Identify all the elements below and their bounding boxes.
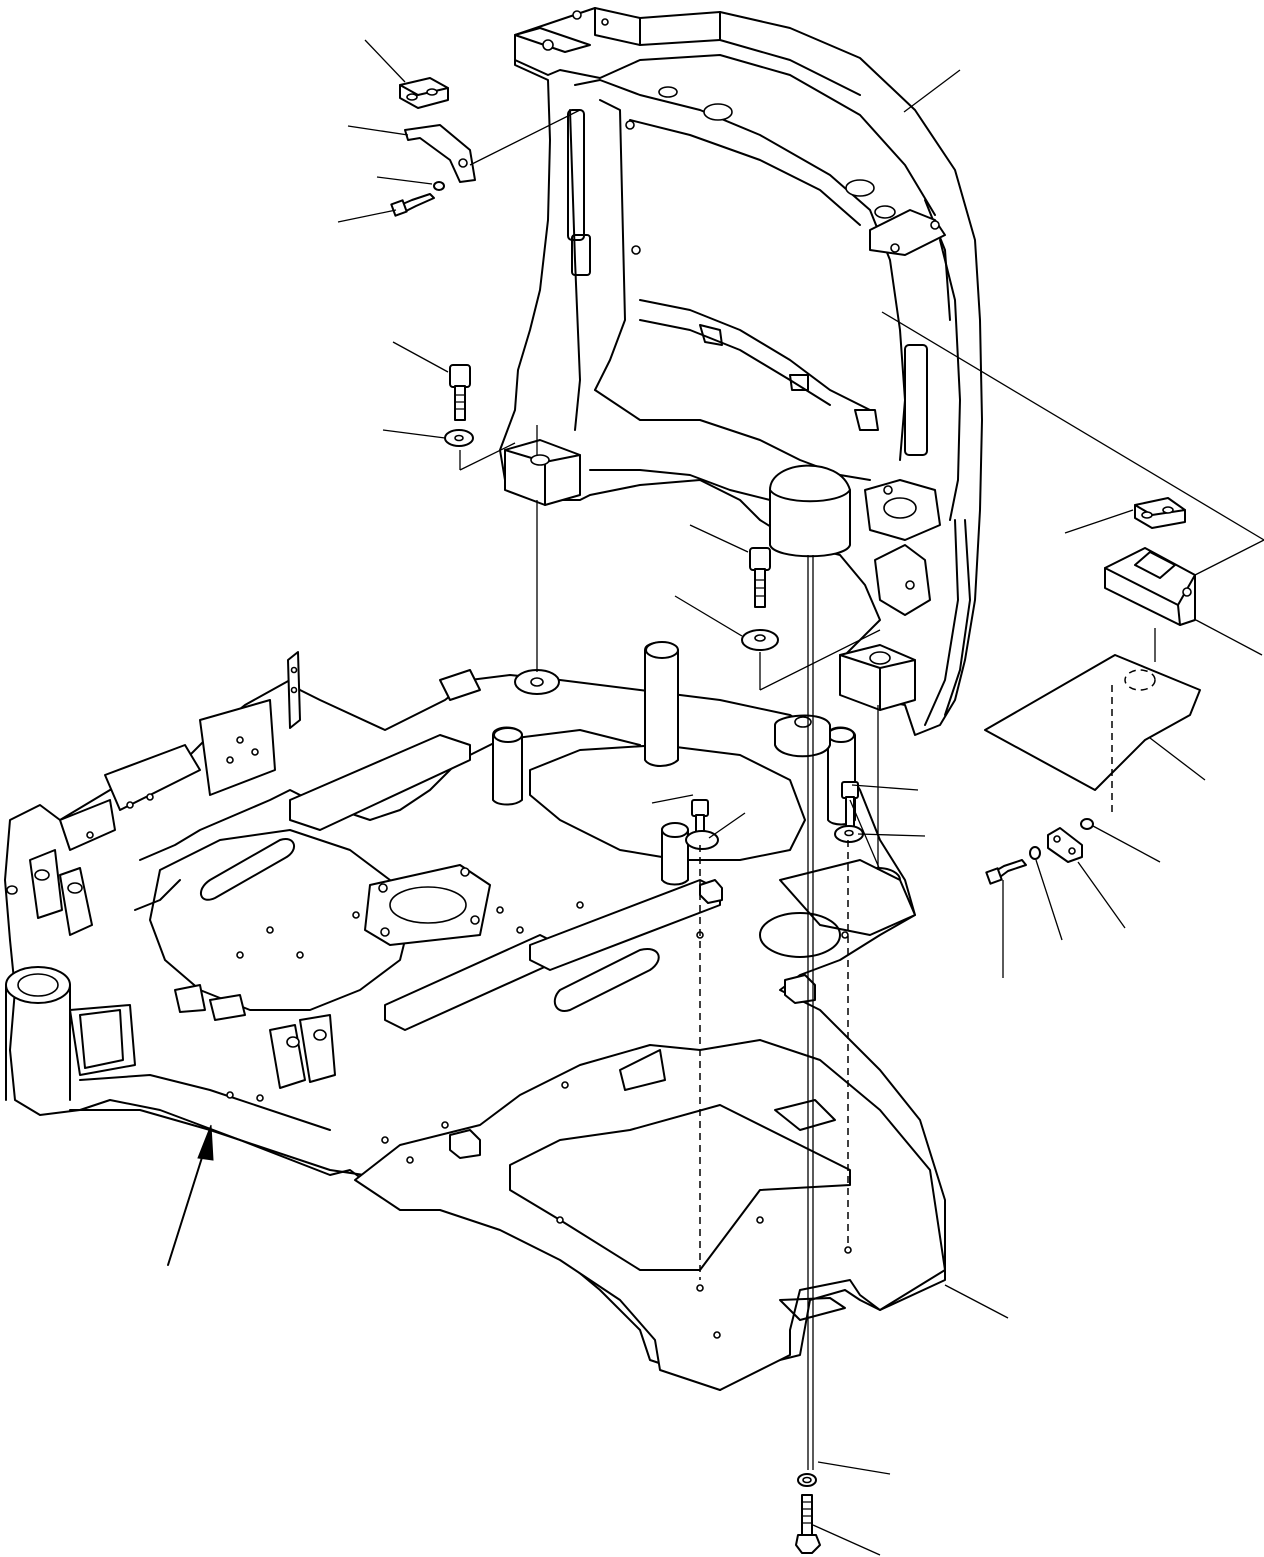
washer-small-top (433, 181, 445, 191)
washer-right-spring (1029, 846, 1041, 860)
plate-right-small (1047, 827, 1083, 863)
bolt-bottom (795, 1494, 821, 1554)
counterweight (499, 7, 983, 736)
bolt-left-mount (444, 364, 474, 447)
cover-plate-sheet (984, 654, 1201, 815)
bolt-frame-center (685, 799, 719, 850)
cover-bracket-right-large (1104, 547, 1196, 626)
bolt-top (390, 193, 435, 217)
cover-bracket-right-small (1134, 497, 1186, 529)
revolving-frame (4, 641, 946, 1391)
view-direction-arrow (167, 1124, 214, 1266)
leader-lines (337, 39, 1264, 1556)
washer-bottom (797, 1473, 817, 1487)
cover-bracket-small (399, 77, 449, 109)
cover-bracket-large (404, 124, 476, 183)
bolt-center-mount (741, 547, 779, 651)
bolt-frame-right (834, 781, 864, 843)
washer-right-flat (1080, 818, 1094, 830)
bolt-right-small (985, 859, 1027, 885)
